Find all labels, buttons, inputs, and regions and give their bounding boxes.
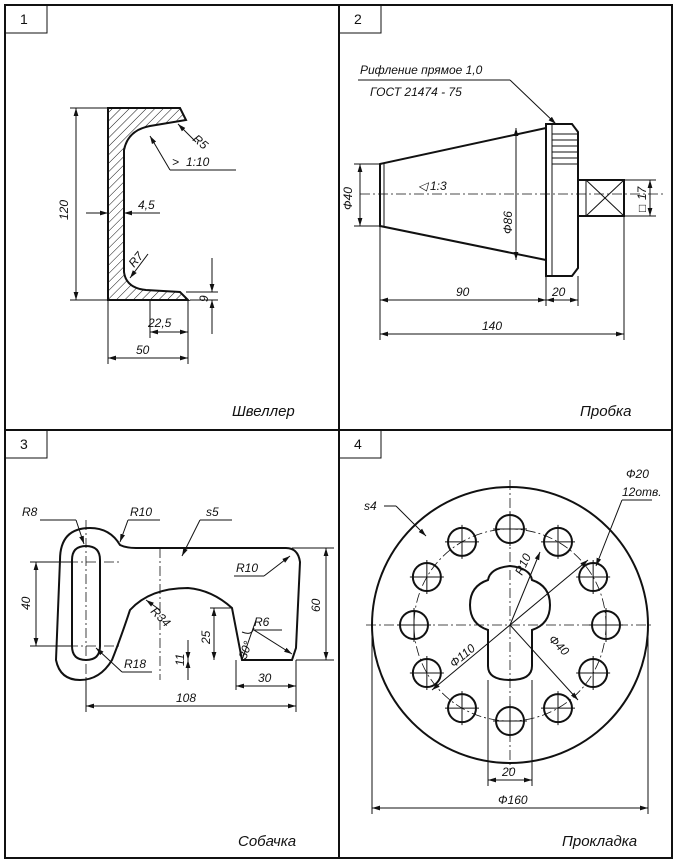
note-line-1: Рифление прямое 1,0 bbox=[360, 63, 483, 77]
dim-holes-count: 12отв. bbox=[622, 485, 662, 499]
dim-d160: Ф160 bbox=[498, 793, 528, 807]
dim-30: 30 bbox=[258, 671, 272, 685]
dim-108: 108 bbox=[176, 691, 196, 705]
channel-drawing bbox=[70, 107, 236, 364]
square-sign: □ bbox=[635, 205, 649, 212]
panel-4-number: 4 bbox=[354, 436, 362, 452]
knurl-lines bbox=[552, 133, 578, 165]
dim-holes-dia: Ф20 bbox=[626, 467, 649, 481]
dim-90: 90 bbox=[456, 285, 470, 299]
panel-3-caption: Собачка bbox=[238, 833, 296, 850]
sheet-frame bbox=[4, 4, 673, 859]
dim-r10-right: R10 bbox=[236, 561, 258, 575]
dim-r10-top: R10 bbox=[130, 505, 152, 519]
dim-4-5: 4,5 bbox=[138, 198, 155, 212]
dim-40: 40 bbox=[19, 596, 33, 610]
panel-1-number: 1 bbox=[20, 11, 28, 27]
dog-drawing bbox=[30, 519, 334, 712]
dim-r8: R8 bbox=[22, 505, 38, 519]
dim-17: 17 bbox=[635, 185, 649, 200]
dim-r34: R34 bbox=[148, 604, 174, 630]
dim-22-5: 22,5 bbox=[147, 316, 172, 330]
panel-4-caption: Прокладка bbox=[562, 833, 637, 850]
thickness-s5: s5 bbox=[206, 505, 219, 519]
dim-20: 20 bbox=[551, 285, 566, 299]
note-line-2: ГОСТ 21474 - 75 bbox=[370, 85, 462, 99]
dim-r6: R6 bbox=[254, 615, 270, 629]
gasket-drawing bbox=[366, 480, 654, 814]
channel-section bbox=[107, 107, 191, 301]
dim-r5: R5 bbox=[190, 132, 211, 153]
panel-1-caption: Швеллер bbox=[232, 403, 295, 420]
dim-d40: Ф40 bbox=[341, 187, 355, 210]
dim-9: 9 bbox=[197, 295, 211, 302]
dim-slope: 1:10 bbox=[186, 155, 210, 169]
panel-3-number: 3 bbox=[20, 436, 28, 452]
dim-taper: 1:3 bbox=[430, 179, 447, 193]
hole-ring bbox=[397, 512, 623, 738]
dim-25: 25 bbox=[199, 630, 213, 645]
dim-d86: Ф86 bbox=[501, 211, 515, 234]
dim-20: 20 bbox=[501, 765, 516, 779]
slope-sign: > bbox=[172, 155, 179, 169]
plug-drawing bbox=[354, 79, 664, 340]
dim-120: 120 bbox=[57, 200, 71, 220]
dim-140: 140 bbox=[482, 319, 502, 333]
dim-r7: R7 bbox=[126, 248, 147, 270]
thickness-s4: s4 bbox=[364, 499, 377, 513]
dim-50: 50 bbox=[136, 343, 150, 357]
dim-60: 60 bbox=[309, 598, 323, 612]
panel-2-caption: Пробка bbox=[580, 403, 631, 420]
taper-sign: ◁ bbox=[418, 179, 430, 193]
dim-30-angle: 30° bbox=[236, 639, 255, 661]
dim-11: 11 bbox=[173, 654, 187, 666]
panel-2-number: 2 bbox=[354, 11, 362, 27]
dim-d40: Ф40 bbox=[546, 632, 572, 658]
dim-r18: R18 bbox=[124, 657, 146, 671]
